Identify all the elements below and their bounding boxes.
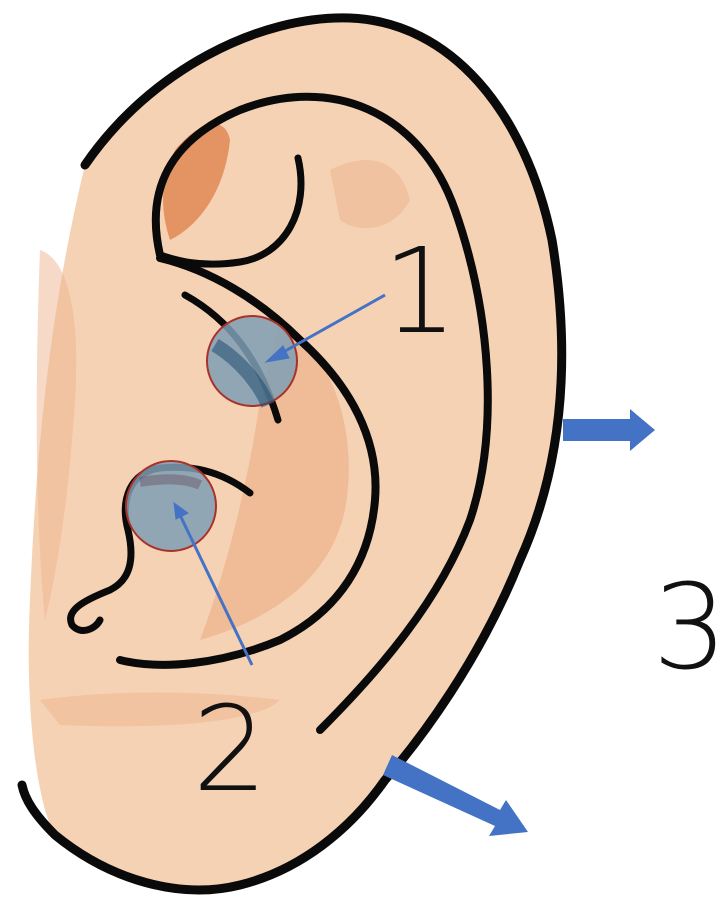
marker-1-circle <box>207 316 297 406</box>
marker-1 <box>207 316 297 406</box>
right-arrow <box>563 409 655 451</box>
lower-right-arrow <box>383 755 528 836</box>
label-1: 1 <box>382 222 457 360</box>
marker-2 <box>126 461 216 551</box>
label-2: 2 <box>192 680 267 818</box>
marker-2-shadow-band <box>140 479 200 485</box>
label-3: 3 <box>652 558 725 696</box>
